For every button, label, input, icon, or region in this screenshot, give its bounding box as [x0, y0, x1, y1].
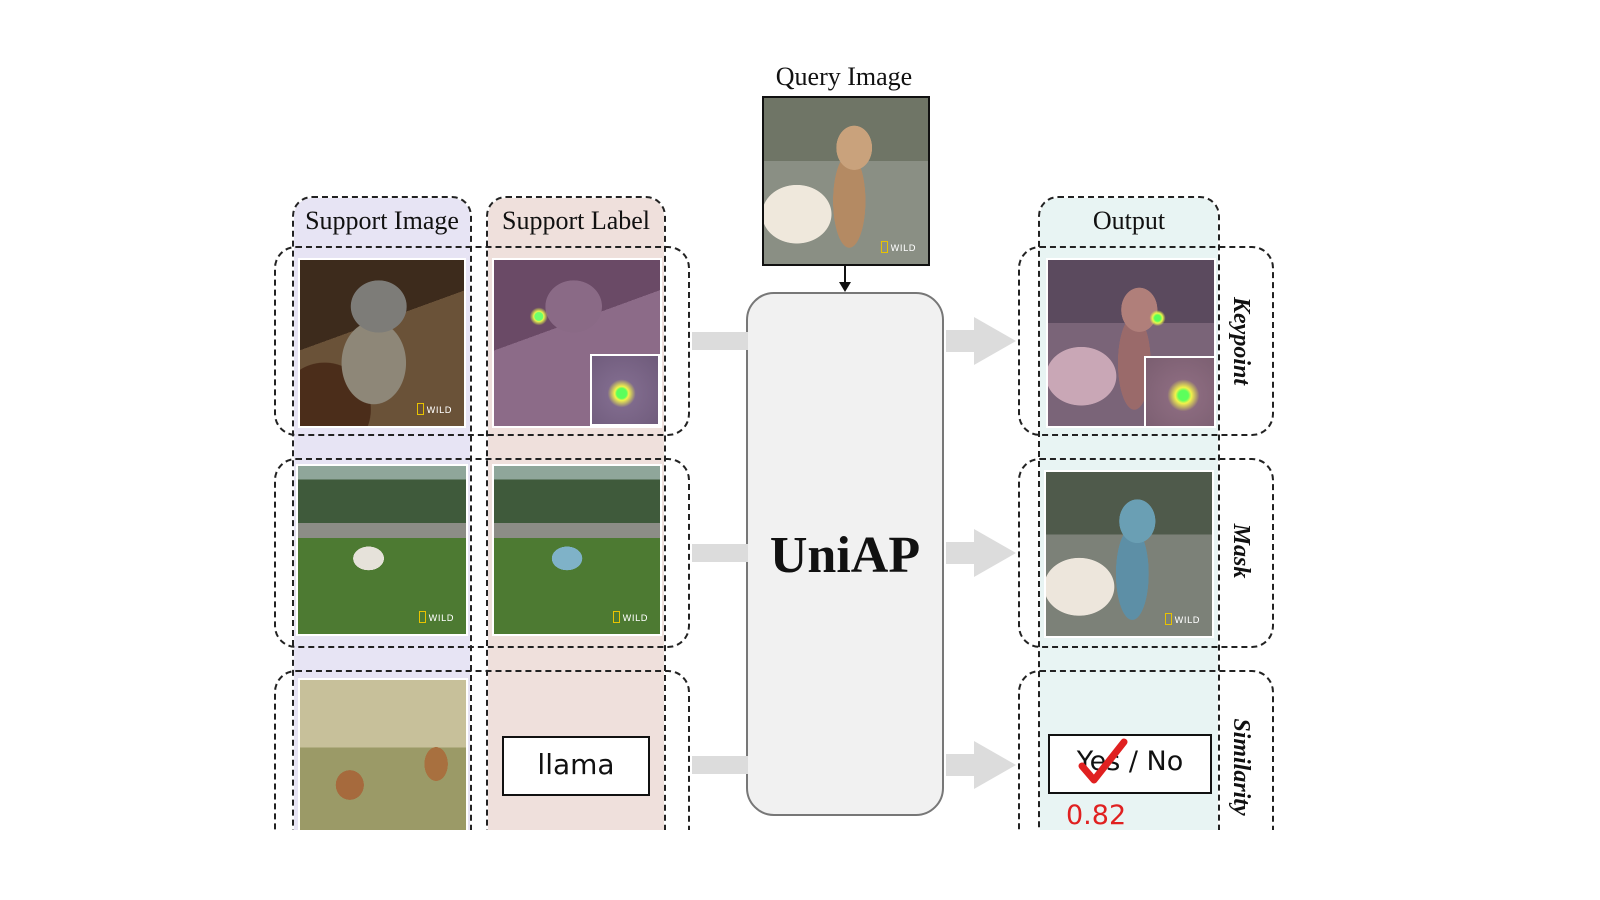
watermark-logo: WILD — [1165, 613, 1201, 626]
task-label-similarity: Similarity — [1228, 718, 1254, 816]
task-label-mask: Mask — [1228, 523, 1254, 579]
support-label-title: Support Label — [501, 206, 651, 235]
row-keypoint-input-frame — [274, 246, 690, 436]
support-image-column-frame — [292, 196, 472, 836]
support-label-column-frame — [486, 196, 666, 836]
watermark-logo: WILD — [613, 611, 649, 624]
query-image-title: Query Image — [775, 62, 913, 91]
bottom-crop-mask — [0, 830, 1600, 900]
support-label-keypoint — [492, 258, 662, 428]
output-column-frame — [1038, 196, 1220, 836]
keypoint-zoom-inset — [590, 354, 660, 426]
similarity-input-arrow — [692, 756, 748, 774]
mask-output-arrow-body — [946, 542, 976, 564]
output-keypoint — [1046, 258, 1216, 428]
similarity-score: 0.82 — [1066, 800, 1127, 831]
query-arrow-line — [844, 266, 846, 284]
mask-input-arrow — [692, 544, 748, 562]
row-mask-output-frame — [1018, 458, 1274, 648]
support-image-mask: WILD — [296, 464, 468, 636]
query-arrow-head — [839, 282, 851, 292]
watermark-logo: WILD — [417, 403, 453, 416]
support-image-similarity — [298, 678, 468, 830]
support-label-text: llama — [537, 748, 615, 781]
query-image: WILD — [762, 96, 930, 266]
similarity-output-arrow-body — [946, 754, 976, 776]
keypoint-output-arrow-head — [974, 317, 1016, 365]
output-answer-text: Yes / No — [1076, 746, 1184, 777]
uniap-model-label: UniAP — [769, 527, 921, 584]
row-mask-input-frame — [274, 458, 690, 648]
row-keypoint-output-frame — [1018, 246, 1274, 436]
keypoint-input-arrow — [692, 332, 748, 350]
similarity-output-arrow-head — [974, 741, 1016, 789]
support-label-text-box — [502, 736, 650, 796]
support-image-keypoint: WILD — [298, 258, 466, 428]
task-label-keypoint: Keypoint — [1228, 297, 1254, 385]
support-image-title: Support Image — [305, 206, 459, 235]
checkmark-icon — [1078, 738, 1128, 784]
keypoint-output-arrow-body — [946, 330, 976, 352]
output-answer-box — [1048, 734, 1212, 794]
keypoint-zoom-inset — [1144, 356, 1214, 426]
mask-output-arrow-head — [974, 529, 1016, 577]
output-mask: WILD — [1044, 470, 1214, 638]
watermark-logo: WILD — [881, 241, 917, 254]
watermark-logo: WILD — [419, 611, 455, 624]
output-title: Output — [1092, 206, 1166, 235]
support-label-mask: WILD — [492, 464, 662, 636]
